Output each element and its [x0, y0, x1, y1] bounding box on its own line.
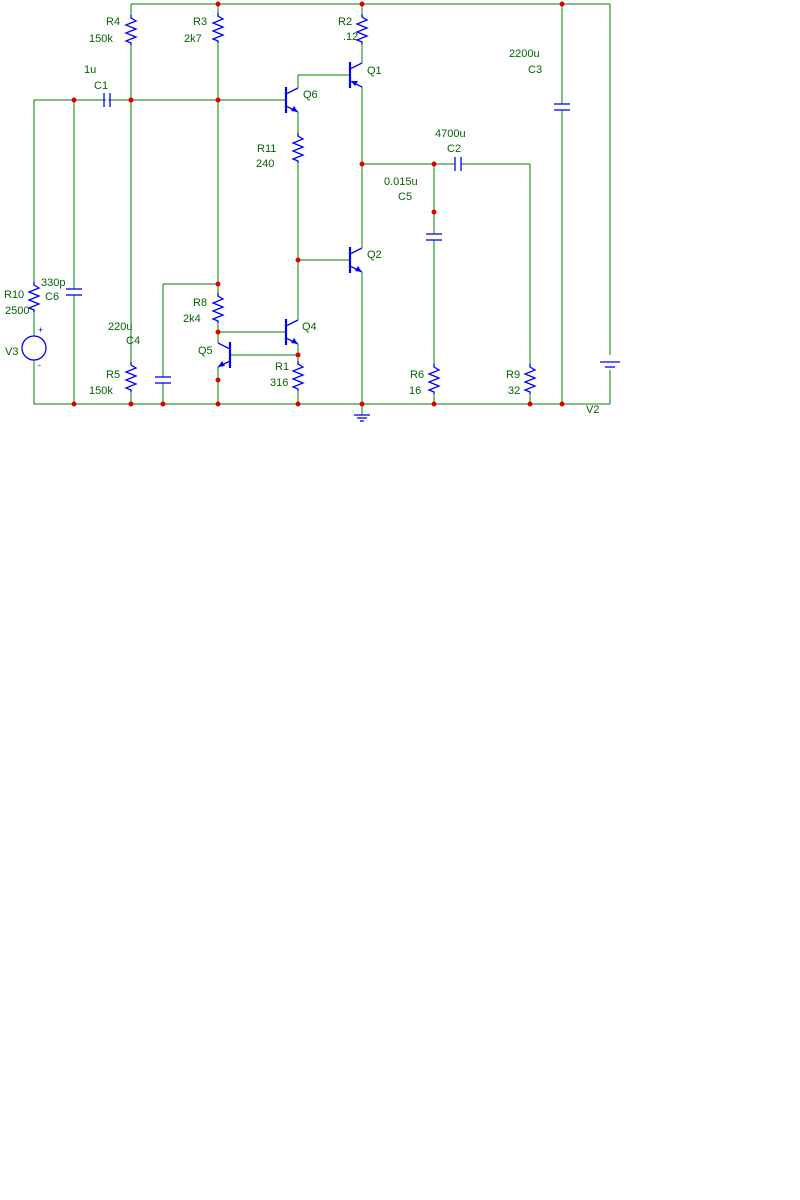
- c4-ref: C4: [126, 335, 140, 347]
- capacitor-c6[interactable]: [66, 288, 82, 296]
- c1-ref: C1: [94, 80, 108, 92]
- r11-value: 240: [256, 158, 274, 170]
- r5-ref: R5: [106, 369, 120, 381]
- capacitor-c5[interactable]: [426, 233, 442, 241]
- resistor-r10[interactable]: [27, 282, 41, 312]
- c2-ref: C2: [447, 143, 461, 155]
- r1-value: 316: [270, 377, 288, 389]
- v3-plus: +: [38, 325, 43, 335]
- transistor-q2[interactable]: [348, 247, 363, 273]
- r9-value: 32: [508, 385, 520, 397]
- voltage-source-v3[interactable]: [21, 335, 47, 361]
- q5-ref: Q5: [198, 345, 213, 357]
- resistor-r8[interactable]: [211, 293, 225, 323]
- r2-value: .12: [343, 31, 358, 43]
- c3-value: 2200u: [509, 48, 540, 60]
- r4-ref: R4: [106, 16, 120, 28]
- capacitor-c4[interactable]: [155, 376, 171, 384]
- r3-value: 2k7: [184, 33, 202, 45]
- c3-ref: C3: [528, 64, 542, 76]
- transistor-q6[interactable]: [284, 87, 299, 113]
- resistor-r9[interactable]: [523, 364, 537, 394]
- r1-ref: R1: [275, 361, 289, 373]
- wires: [33, 3, 611, 415]
- v3-ref: V3: [5, 346, 18, 358]
- transistor-q1[interactable]: [348, 62, 363, 88]
- transistor-q5[interactable]: [217, 342, 232, 368]
- r10-ref: R10: [4, 289, 24, 301]
- r10-value: 2500: [5, 305, 29, 317]
- r5-value: 150k: [89, 385, 113, 397]
- resistor-r4[interactable]: [124, 15, 138, 45]
- q4-ref: Q4: [302, 321, 317, 333]
- capacitor-c1[interactable]: [103, 93, 111, 107]
- r6-ref: R6: [410, 369, 424, 381]
- c5-ref: C5: [398, 191, 412, 203]
- c2-value: 4700u: [435, 128, 466, 140]
- transistor-q4[interactable]: [284, 319, 299, 345]
- q2-ref: Q2: [367, 249, 382, 261]
- r4-value: 150k: [89, 33, 113, 45]
- resistor-r6[interactable]: [427, 364, 441, 394]
- capacitor-c2[interactable]: [454, 157, 462, 171]
- r2-ref: R2: [338, 16, 352, 28]
- capacitor-c3[interactable]: [554, 103, 570, 111]
- q6-ref: Q6: [303, 89, 318, 101]
- resistor-r5[interactable]: [124, 362, 138, 392]
- c6-value: 330p: [41, 277, 65, 289]
- labels: R4 150k R3 2k7 R2 .12 1u C1 Q6 Q1 2200u …: [4, 16, 599, 416]
- c5-value: 0.015u: [384, 176, 418, 188]
- r9-ref: R9: [506, 369, 520, 381]
- r6-value: 16: [409, 385, 421, 397]
- r3-ref: R3: [193, 16, 207, 28]
- r8-value: 2k4: [183, 313, 201, 325]
- v2-ref: V2: [586, 404, 599, 416]
- resistor-r3[interactable]: [211, 13, 225, 43]
- c4-value: 220u: [108, 321, 132, 333]
- c1-value: 1u: [84, 64, 96, 76]
- r11-ref: R11: [257, 143, 276, 155]
- junctions: [71, 1, 565, 407]
- q1-ref: Q1: [367, 65, 382, 77]
- v3-minus: -: [38, 360, 41, 370]
- c6-ref: C6: [45, 291, 59, 303]
- resistor-r11[interactable]: [291, 133, 305, 163]
- r8-ref: R8: [193, 297, 207, 309]
- ground-symbol: [354, 414, 370, 422]
- resistor-r2[interactable]: [355, 14, 369, 44]
- resistor-r1[interactable]: [291, 361, 305, 391]
- battery-v2[interactable]: [600, 361, 620, 368]
- components: [21, 13, 620, 422]
